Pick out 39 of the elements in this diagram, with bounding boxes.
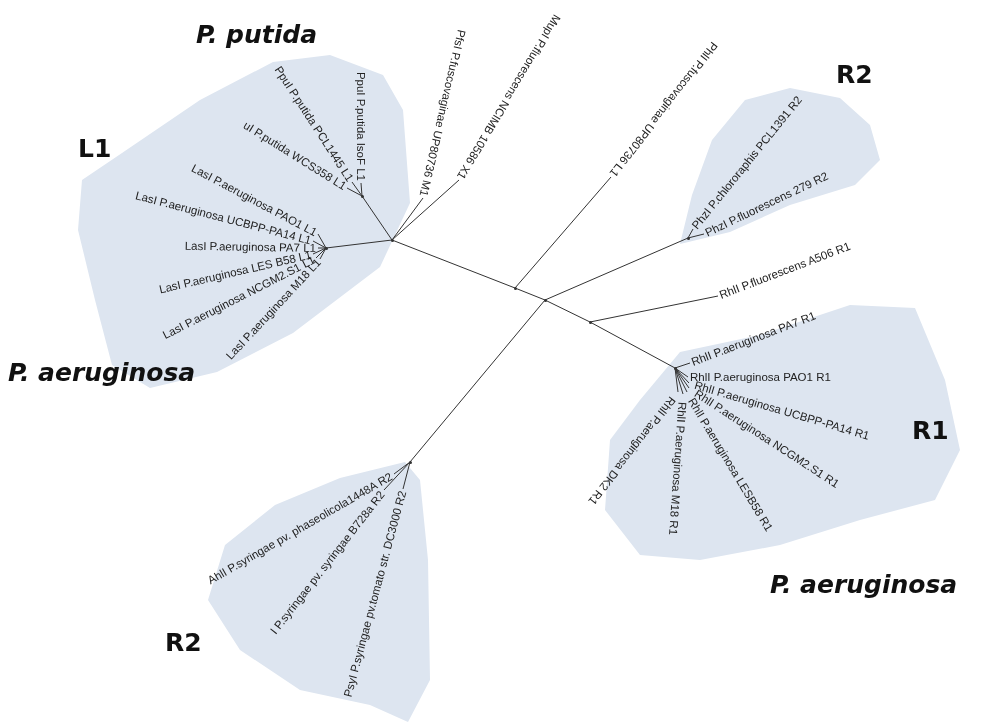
tree-branch bbox=[360, 182, 363, 197]
tree-branch bbox=[674, 367, 690, 389]
tree-branch bbox=[589, 321, 676, 369]
clade-label: L1 bbox=[78, 136, 112, 161]
tree-branch bbox=[544, 299, 591, 323]
tree-branch bbox=[687, 233, 705, 239]
clade-label: R2 bbox=[836, 62, 873, 87]
tree-branch bbox=[544, 237, 689, 301]
tree-branch bbox=[383, 461, 411, 491]
tree-branch bbox=[514, 176, 612, 289]
clade-label: P. aeruginosa bbox=[8, 360, 196, 385]
tree-branch bbox=[315, 247, 327, 259]
tree-branch bbox=[361, 195, 393, 241]
tree-branch bbox=[674, 362, 691, 369]
tree-branch bbox=[319, 247, 327, 260]
tree-branch bbox=[317, 233, 327, 249]
tree-branch bbox=[317, 247, 327, 249]
tree-branch bbox=[687, 228, 694, 239]
tree-branch bbox=[674, 367, 679, 393]
tree-branch bbox=[409, 299, 546, 463]
clade-label: P. aeruginosa bbox=[770, 572, 958, 597]
tree-branch bbox=[325, 239, 393, 249]
tree-branch bbox=[393, 461, 411, 475]
tree-branch bbox=[514, 287, 546, 301]
tree-branch bbox=[674, 367, 688, 393]
tree-branch bbox=[391, 179, 460, 241]
clade-label: P. putida bbox=[196, 22, 318, 47]
taxon-label: PpuI P.putida IsoF L1 bbox=[354, 71, 368, 181]
tree-branch bbox=[346, 187, 363, 197]
tree-branch bbox=[351, 181, 363, 197]
tree-branch bbox=[589, 295, 719, 323]
tree-branch bbox=[312, 240, 327, 249]
tree-branch bbox=[391, 239, 516, 289]
tree-branch bbox=[674, 367, 689, 378]
tree-branch bbox=[391, 197, 424, 241]
clade-label: R1 bbox=[912, 418, 949, 443]
clade-label: R2 bbox=[165, 630, 202, 655]
tree-branch bbox=[312, 247, 327, 255]
tree-branch bbox=[402, 461, 411, 490]
